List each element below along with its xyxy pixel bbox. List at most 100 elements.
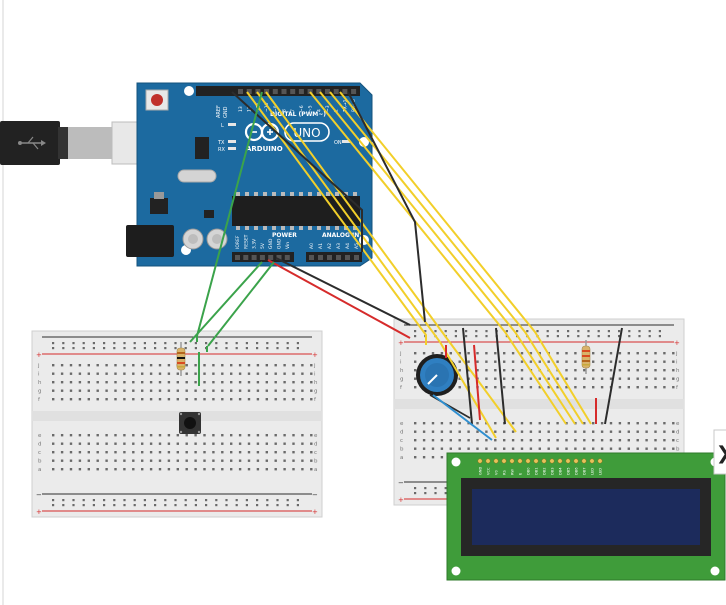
breadboard-hole[interactable] (52, 398, 55, 401)
breadboard-hole[interactable] (141, 389, 144, 392)
breadboard-hole[interactable] (627, 377, 630, 380)
lcd-pin[interactable] (477, 458, 483, 464)
breadboard-hole[interactable] (494, 447, 497, 450)
breadboard-hole[interactable] (547, 377, 550, 380)
breadboard-hole[interactable] (600, 439, 604, 442)
digital-pin[interactable] (238, 89, 243, 94)
breadboard-hole[interactable] (256, 451, 260, 454)
wire-yellow[interactable] (339, 91, 592, 425)
rail-hole[interactable] (648, 335, 651, 338)
breadboard-hole[interactable] (149, 468, 153, 471)
rail-hole[interactable] (133, 342, 136, 345)
breadboard-hole[interactable] (583, 447, 586, 450)
breadboard-hole[interactable] (69, 372, 73, 375)
breadboard-hole[interactable] (654, 422, 657, 425)
breadboard-hole[interactable] (485, 360, 488, 363)
breadboard-hole[interactable] (538, 386, 541, 389)
breadboard-hole[interactable] (672, 386, 675, 389)
breadboard-hole[interactable] (141, 372, 144, 375)
lcd-pin[interactable] (501, 458, 507, 464)
breadboard-hole[interactable] (247, 364, 251, 367)
breadboard-hole[interactable] (485, 439, 488, 442)
breadboard-hole[interactable] (654, 447, 657, 450)
breadboard-hole[interactable] (645, 377, 648, 380)
breadboard-hole[interactable] (247, 459, 251, 462)
breadboard-hole[interactable] (149, 442, 153, 445)
lcd-pin[interactable] (549, 458, 555, 464)
breadboard-hole[interactable] (158, 372, 162, 375)
rail-hole[interactable] (174, 347, 177, 350)
breadboard-hole[interactable] (52, 468, 55, 471)
breadboard-hole[interactable] (265, 364, 268, 367)
breadboard-hole[interactable] (176, 398, 179, 401)
digital-pin[interactable] (333, 89, 339, 94)
breadboard-hole[interactable] (627, 369, 630, 372)
breadboard-hole[interactable] (123, 459, 126, 462)
breadboard-hole[interactable] (476, 430, 479, 433)
breadboard-hole[interactable] (556, 377, 559, 380)
breadboard-hole[interactable] (310, 364, 313, 367)
breadboard-hole[interactable] (440, 422, 444, 425)
breadboard-hole[interactable] (132, 442, 135, 445)
rail-hole[interactable] (92, 347, 95, 350)
breadboard-hole[interactable] (149, 381, 153, 384)
breadboard-hole[interactable] (158, 364, 162, 367)
digital-pin[interactable] (342, 89, 348, 94)
rail-hole[interactable] (296, 342, 299, 345)
breadboard-hole[interactable] (52, 389, 55, 392)
breadboard-hole[interactable] (574, 369, 577, 372)
breadboard-hole[interactable] (449, 422, 452, 425)
breadboard-hole[interactable] (203, 364, 206, 367)
breadboard-hole[interactable] (654, 439, 657, 442)
breadboard-hole[interactable] (274, 398, 277, 401)
breadboard-hole[interactable] (503, 447, 506, 450)
breadboard-hole[interactable] (212, 434, 215, 437)
breadboard-hole[interactable] (194, 381, 197, 384)
breadboard-hole[interactable] (529, 377, 533, 380)
breadboard-hole[interactable] (96, 372, 99, 375)
breadboard-hole[interactable] (114, 364, 117, 367)
breadboard-hole[interactable] (176, 381, 179, 384)
rail-hole[interactable] (225, 347, 228, 350)
breadboard-hole[interactable] (609, 352, 613, 355)
breadboard-hole[interactable] (292, 389, 295, 392)
rail-hole[interactable] (123, 342, 126, 345)
rail-hole[interactable] (143, 347, 146, 350)
breadboard-hole[interactable] (230, 364, 233, 367)
breadboard-hole[interactable] (414, 439, 417, 442)
breadboard-hole[interactable] (458, 360, 461, 363)
rail-hole[interactable] (164, 499, 167, 502)
analog-pin[interactable] (336, 255, 341, 260)
breadboard-hole[interactable] (194, 468, 197, 471)
breadboard-hole[interactable] (96, 451, 99, 454)
digital-pin[interactable] (281, 89, 287, 94)
breadboard-hole[interactable] (256, 442, 260, 445)
rail-hole[interactable] (194, 499, 197, 502)
breadboard-hole[interactable] (538, 439, 541, 442)
breadboard-hole[interactable] (105, 389, 108, 392)
breadboard-hole[interactable] (414, 369, 417, 372)
breadboard-hole[interactable] (583, 422, 586, 425)
breadboard-hole[interactable] (60, 372, 64, 375)
breadboard-hole[interactable] (422, 430, 426, 433)
digital-pin[interactable] (316, 89, 322, 94)
breadboard-hole[interactable] (221, 468, 224, 471)
breadboard-hole[interactable] (600, 422, 604, 425)
rail-hole[interactable] (194, 342, 197, 345)
breadboard-hole[interactable] (556, 447, 559, 450)
rail-hole[interactable] (454, 335, 457, 338)
breadboard-hole[interactable] (176, 389, 179, 392)
breadboard-hole[interactable] (185, 468, 188, 471)
breadboard-hole[interactable] (511, 377, 515, 380)
breadboard-hole[interactable] (529, 439, 533, 442)
breadboard-hole[interactable] (265, 459, 268, 462)
breadboard-hole[interactable] (574, 447, 577, 450)
breadboard-hole[interactable] (105, 468, 108, 471)
digital-pin[interactable] (290, 89, 296, 94)
breadboard-hole[interactable] (538, 360, 541, 363)
breadboard-hole[interactable] (149, 398, 153, 401)
wire-green[interactable] (207, 261, 275, 347)
breadboard-hole[interactable] (78, 364, 82, 367)
breadboard-hole[interactable] (114, 398, 117, 401)
lcd-pin[interactable] (493, 458, 499, 464)
